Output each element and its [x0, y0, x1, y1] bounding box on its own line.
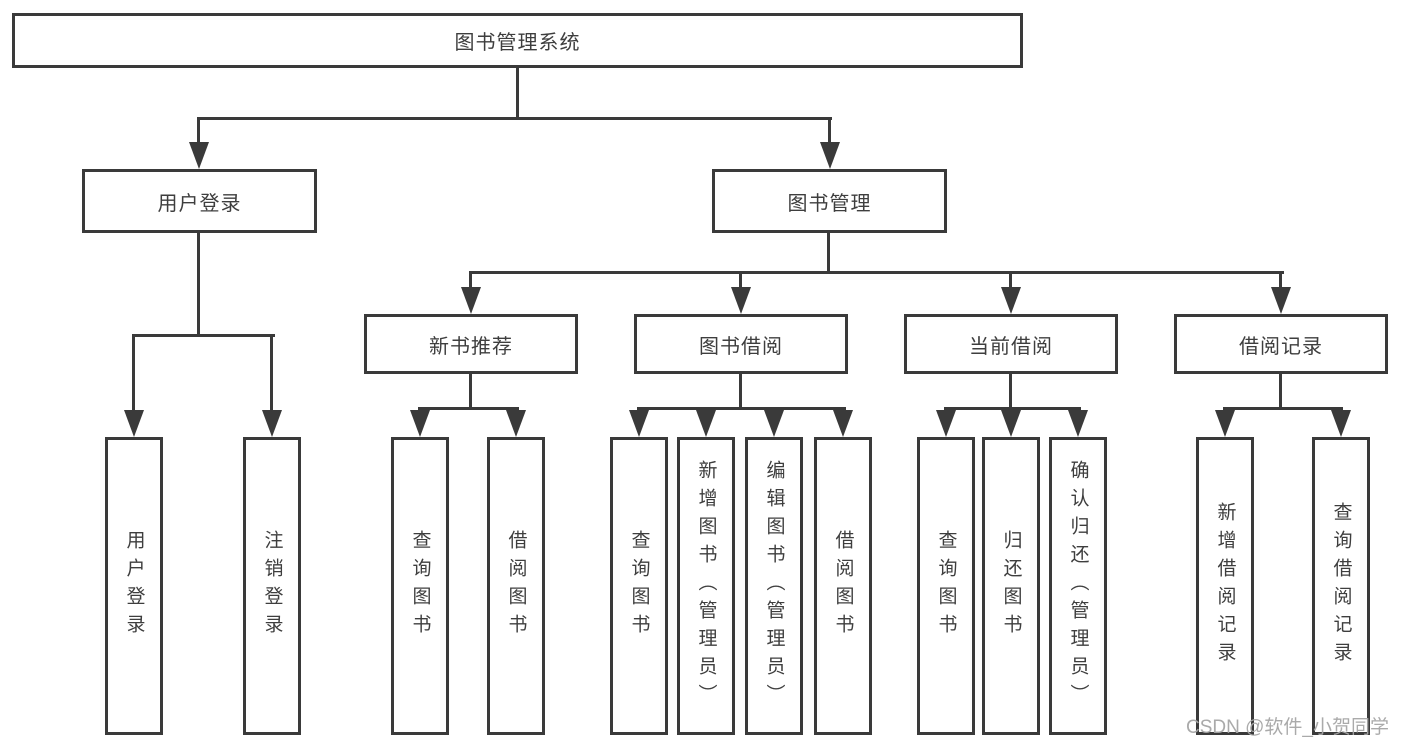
leaf-label: 用户登录 — [123, 530, 145, 642]
connector-borrow-stub — [739, 271, 742, 290]
connector-user-login-stub — [197, 117, 200, 144]
connector-borrow-branch — [637, 407, 846, 410]
arrow-to-current-borrow — [1001, 287, 1021, 314]
connector-leaf-login-stub — [132, 334, 135, 413]
arrow-to-borrow-record — [1271, 287, 1291, 314]
node-label: 用户登录 — [157, 192, 242, 215]
leaf-label: 查询图书 — [935, 530, 957, 642]
connector-new-book-stub — [469, 271, 472, 290]
node-current-borrow: 当前借阅 — [904, 314, 1118, 374]
connector-user-login-branch — [132, 334, 275, 337]
arrow-cb-leaf3 — [1068, 410, 1088, 437]
arrow-to-book-borrow — [731, 287, 751, 314]
leaf-query-book-recommend: 查询图书 — [391, 437, 449, 735]
leaf-logout: 注销登录 — [243, 437, 301, 735]
connector-root-stem — [516, 68, 519, 118]
node-label: 当前借阅 — [969, 335, 1053, 358]
leaf-user-login: 用户登录 — [105, 437, 163, 735]
arrow-br-leaf2 — [1331, 410, 1351, 437]
leaf-label: 归还图书 — [1000, 530, 1022, 642]
node-label: 新书推荐 — [429, 335, 513, 358]
connector-record-stem — [1279, 374, 1282, 410]
leaf-query-book-borrow: 查询图书 — [610, 437, 668, 735]
node-user-login: 用户登录 — [82, 169, 317, 233]
leaf-label: 查询借阅记录 — [1330, 502, 1352, 670]
connector-new-book-stem — [469, 374, 472, 410]
leaf-add-book-admin: 新增图书（管理员） — [677, 437, 735, 735]
node-label: 图书借阅 — [699, 335, 783, 358]
arrow-cb-leaf1 — [936, 410, 956, 437]
leaf-label: 新增图书（管理员） — [695, 460, 717, 712]
arrow-bb-leaf4 — [833, 410, 853, 437]
leaf-label: 查询图书 — [409, 530, 431, 642]
node-library-management-system: 图书管理系统 — [12, 13, 1023, 68]
connector-record-branch — [1223, 407, 1343, 410]
leaf-label: 借阅图书 — [505, 530, 527, 642]
node-borrow-record: 借阅记录 — [1174, 314, 1388, 374]
connector-leaf-logout-stub — [270, 334, 273, 413]
arrow-bb-leaf3 — [764, 410, 784, 437]
arrow-nb-leaf2 — [506, 410, 526, 437]
node-new-book-recommend: 新书推荐 — [364, 314, 578, 374]
arrow-to-leaf-login — [124, 410, 144, 437]
connector-borrow-stem — [739, 374, 742, 410]
leaf-edit-book-admin: 编辑图书（管理员） — [745, 437, 803, 735]
arrow-to-new-book-rec — [461, 287, 481, 314]
connector-current-branch — [944, 407, 1081, 410]
leaf-label: 注销登录 — [261, 530, 283, 642]
node-label: 图书管理系统 — [454, 32, 581, 54]
node-book-management: 图书管理 — [712, 169, 947, 233]
arrow-bb-leaf2 — [696, 410, 716, 437]
leaf-query-borrow-record: 查询借阅记录 — [1312, 437, 1370, 735]
leaf-label: 借阅图书 — [832, 530, 854, 642]
arrow-bb-leaf1 — [629, 410, 649, 437]
connector-root-branch — [197, 117, 832, 120]
leaf-borrow-book-recommend: 借阅图书 — [487, 437, 545, 735]
node-book-borrow: 图书借阅 — [634, 314, 848, 374]
csdn-watermark: CSDN @软件_小贺同学 — [1186, 717, 1389, 738]
leaf-label: 编辑图书（管理员） — [763, 460, 785, 712]
leaf-label: 新增借阅记录 — [1214, 502, 1236, 670]
leaf-query-book-current: 查询图书 — [917, 437, 975, 735]
node-label: 图书管理 — [787, 192, 872, 215]
leaf-label: 确认归还（管理员） — [1067, 460, 1089, 712]
connector-current-stub — [1009, 271, 1012, 290]
arrow-cb-leaf2 — [1001, 410, 1021, 437]
connector-new-book-branch — [418, 407, 519, 410]
arrow-br-leaf1 — [1215, 410, 1235, 437]
connector-user-login-stem — [197, 233, 200, 336]
connector-current-stem — [1009, 374, 1012, 410]
leaf-add-borrow-record: 新增借阅记录 — [1196, 437, 1254, 735]
connector-book-mgmt-stem — [827, 233, 830, 273]
leaf-borrow-book: 借阅图书 — [814, 437, 872, 735]
connector-book-mgmt-stub — [828, 117, 831, 144]
arrow-nb-leaf1 — [410, 410, 430, 437]
leaf-return-book: 归还图书 — [982, 437, 1040, 735]
arrow-to-leaf-logout — [262, 410, 282, 437]
connector-book-mgmt-branch — [469, 271, 1284, 274]
arrow-to-book-mgmt — [820, 142, 840, 169]
leaf-confirm-return-admin: 确认归还（管理员） — [1049, 437, 1107, 735]
leaf-label: 查询图书 — [628, 530, 650, 642]
node-label: 借阅记录 — [1239, 335, 1323, 358]
arrow-to-user-login — [189, 142, 209, 169]
connector-record-stub — [1279, 271, 1282, 290]
